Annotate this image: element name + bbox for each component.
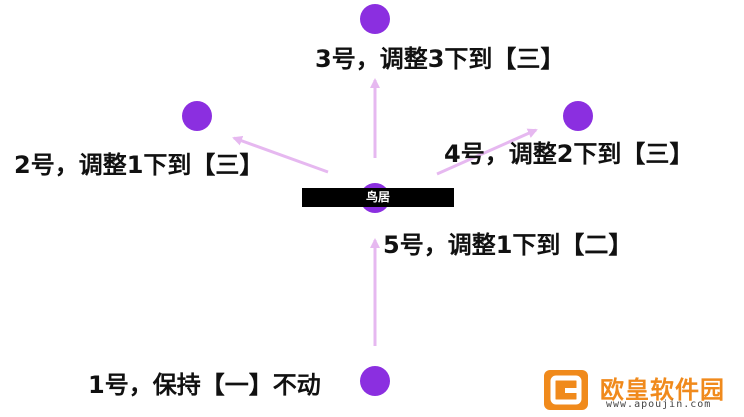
label-pos-1: 1号，保持【一】不动 <box>88 371 321 399</box>
arrow-to-pos-4 <box>436 128 538 176</box>
node-pos-3 <box>360 4 390 34</box>
node-pos-4 <box>563 101 593 131</box>
node-pos-2 <box>182 101 212 131</box>
node-pos-1 <box>360 366 390 396</box>
label-pos-2: 2号，调整1下到【三】 <box>14 151 264 179</box>
watermark-url: www.apoujin.com <box>606 399 712 410</box>
logo-icon <box>544 370 588 410</box>
torii-label: 鸟居 <box>365 190 390 204</box>
label-pos-3: 3号，调整3下到【三】 <box>315 45 565 73</box>
label-pos-5: 5号，调整1下到【二】 <box>383 231 633 259</box>
arrow-to-pos-2 <box>232 136 329 174</box>
watermark-text: 欧皇软件园 <box>600 376 725 404</box>
torii-bar: 鸟居 <box>302 188 454 207</box>
label-pos-4: 4号，调整2下到【三】 <box>444 140 694 168</box>
watermark: 欧皇软件园 www.apoujin.com <box>540 366 740 414</box>
